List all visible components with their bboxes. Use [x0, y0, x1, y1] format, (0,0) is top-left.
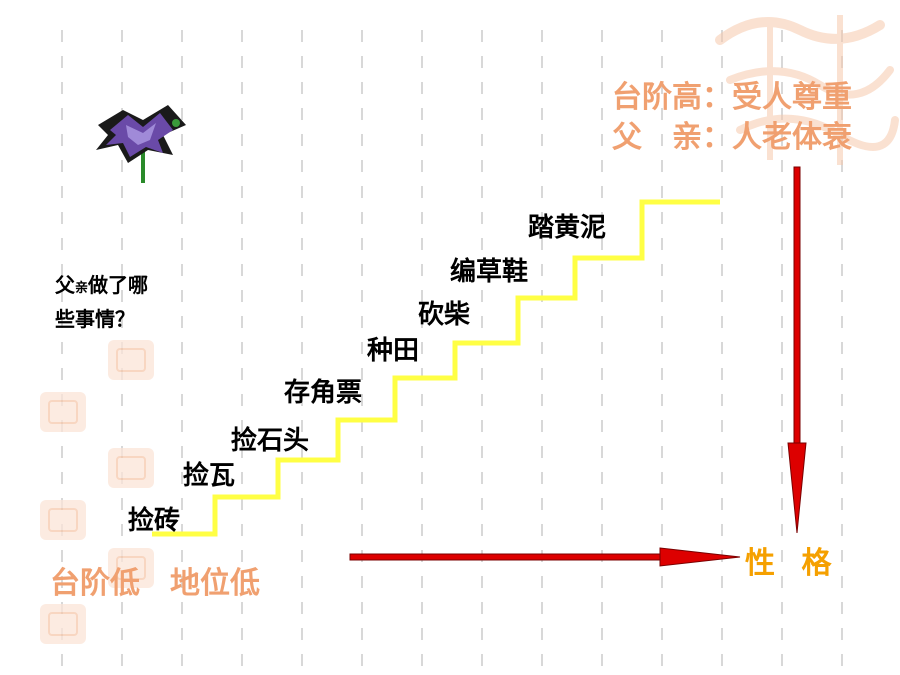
step-label: 种田 [367, 336, 420, 366]
seal-icon [108, 548, 154, 588]
vertical-arrow [787, 166, 807, 534]
seal-icon [108, 448, 154, 488]
seal-icon [108, 340, 154, 380]
step-label: 砍柴 [418, 300, 471, 330]
step-label: 捡瓦 [183, 461, 236, 491]
step-label: 捡石头 [231, 426, 310, 456]
bottom-left-statement: 台阶低 地位低 [50, 566, 260, 601]
step-label: 存角票 [284, 378, 363, 408]
horizontal-arrow [349, 547, 741, 567]
step-label: 踏黄泥 [528, 213, 607, 243]
top-right-statement: 台阶高：受人尊重 父 亲：人老体衰 [612, 80, 852, 155]
step-label: 捡砖 [128, 506, 181, 536]
staircase-line [152, 199, 720, 537]
result-label: 性 格 [745, 546, 840, 581]
purple-flower-icon [96, 105, 186, 183]
seal-watermark-large-icon [715, 15, 899, 165]
seal-icon [40, 392, 86, 432]
seal-icon [40, 500, 86, 540]
step-label: 编草鞋 [450, 257, 529, 287]
question-text: 父亲做了哪 些事情？ [55, 273, 149, 331]
seal-icon [40, 604, 86, 644]
